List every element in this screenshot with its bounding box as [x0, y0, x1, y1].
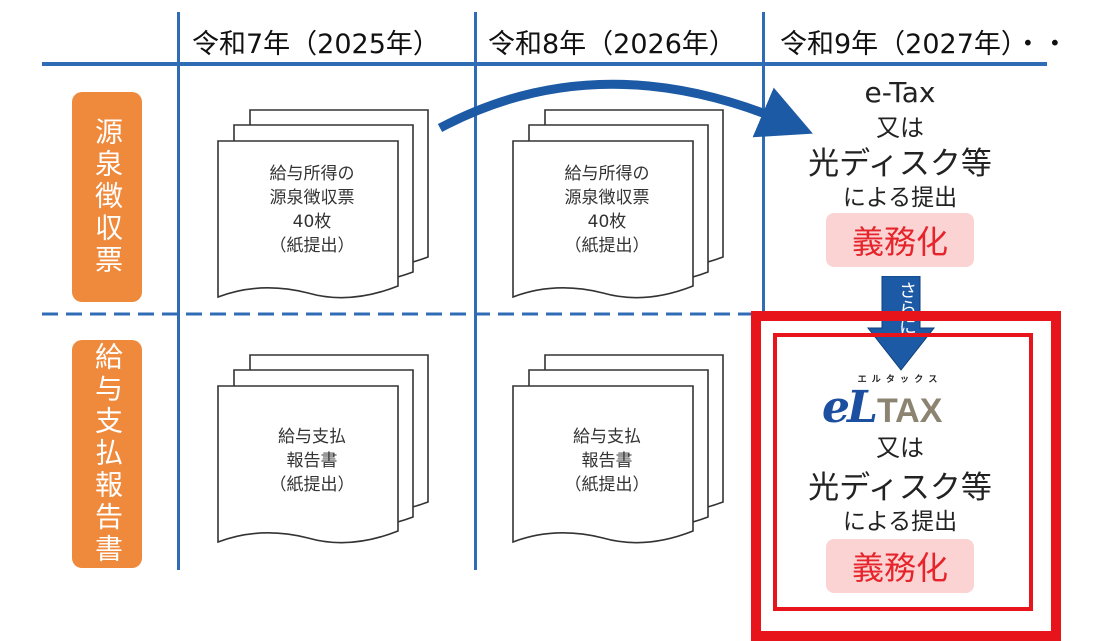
eltax-ruby: エ ル タ ッ ク ス	[857, 375, 939, 385]
header-divider	[42, 62, 1047, 66]
withholding-doc-2025-line1: 給与所得の	[269, 164, 355, 184]
withholding-doc-2026-line4: （紙提出）	[564, 236, 650, 256]
eltax-or: 又は	[876, 434, 924, 462]
eltax-submission: による提出	[842, 509, 958, 535]
salary-doc-2025: 給与支払 報告書 （紙提出）	[218, 425, 406, 497]
row-divider	[42, 312, 757, 316]
etax-system-name: e-Tax	[864, 76, 936, 109]
withholding-doc-2026-line2: 源泉徴収票	[564, 188, 650, 208]
salary-doc-2025-line2: 報告書	[286, 451, 338, 471]
document-stack-icon-salary-2026	[512, 354, 724, 544]
year-header-2025: 令和7年（2025年）	[192, 29, 440, 60]
etax-mandatory-badge: 義務化	[826, 213, 974, 267]
salary-doc-2026-line1: 給与支払	[573, 427, 641, 447]
withholding-doc-2026-line3: 40枚	[587, 212, 627, 232]
document-stack-icon-withholding-2026	[512, 109, 724, 299]
column-divider-1	[177, 12, 180, 570]
row-label-withholding: 源泉徴収票	[72, 92, 142, 302]
eltax-logo-tax: TAX	[876, 392, 943, 430]
etax-or: 又は	[876, 114, 924, 142]
withholding-doc-2025: 給与所得の 源泉徴収票 40枚 （紙提出）	[218, 162, 406, 258]
salary-doc-2025-line3: （紙提出）	[269, 475, 355, 495]
salary-doc-2026-line3: （紙提出）	[564, 475, 650, 495]
eltax-logo: eLTAX	[822, 382, 982, 433]
eltax-optical-disc: 光ディスク等	[808, 470, 992, 506]
further-label: さらに	[896, 281, 917, 335]
withholding-doc-2025-line2: 源泉徴収票	[269, 188, 355, 208]
curved-arrow-icon	[437, 79, 813, 138]
withholding-doc-2026-line1: 給与所得の	[564, 164, 650, 184]
eltax-logo-el: eL	[822, 382, 878, 433]
salary-doc-2026-line2: 報告書	[581, 451, 633, 471]
column-divider-3	[762, 12, 765, 312]
document-stack-icon-salary-2025	[217, 354, 429, 544]
withholding-doc-2025-line4: （紙提出）	[269, 236, 355, 256]
year-header-2026: 令和8年（2026年）	[488, 29, 736, 60]
highlight-frame-inner	[773, 333, 1033, 611]
etax-optical-disc: 光ディスク等	[808, 146, 992, 182]
withholding-doc-2025-line3: 40枚	[292, 212, 332, 232]
year-header-2027: 令和9年（2027年）・・	[780, 29, 1069, 60]
eltax-mandatory-badge: 義務化	[826, 539, 974, 593]
salary-doc-2026: 給与支払 報告書 （紙提出）	[513, 425, 701, 497]
down-arrow-icon	[866, 276, 936, 371]
row-label-salary-report: 給与支払報告書	[72, 340, 142, 568]
column-divider-2	[474, 12, 477, 570]
document-stack-icon-withholding-2025	[217, 109, 429, 299]
etax-submission: による提出	[842, 185, 958, 211]
salary-doc-2025-line1: 給与支払	[278, 427, 346, 447]
withholding-doc-2026: 給与所得の 源泉徴収票 40枚 （紙提出）	[513, 162, 701, 258]
